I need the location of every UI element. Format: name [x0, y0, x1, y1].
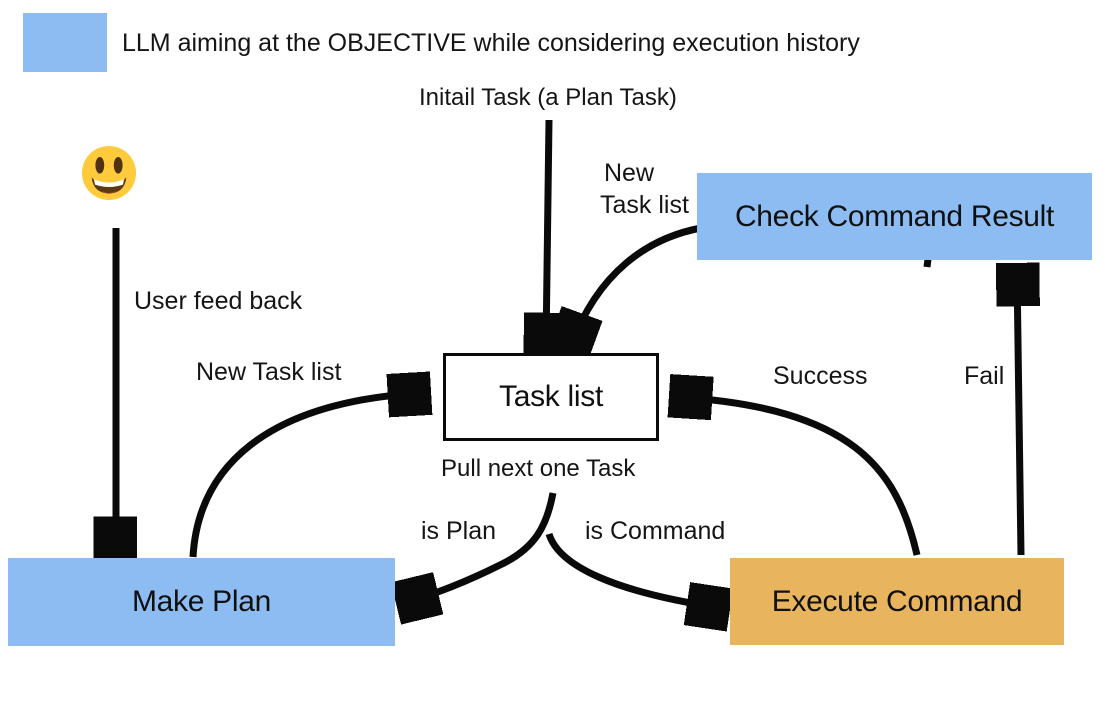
node-make-plan: Make Plan — [8, 558, 395, 646]
grinning-face-emoji-icon — [81, 145, 137, 201]
stray-tick — [923, 258, 932, 268]
label-initial-task: Initail Task (a Plan Task) — [419, 84, 677, 111]
label-new-task-list-left: New Task list — [196, 358, 342, 386]
legend-label: LLM aiming at the OBJECTIVE while consid… — [122, 29, 860, 57]
label-new-task-list-top-line1: New — [604, 159, 655, 187]
arrow-fail-to-check — [1017, 272, 1021, 556]
node-task-list: Task list — [443, 353, 659, 441]
legend-llm-swatch — [23, 13, 107, 72]
node-check-command-result: Check Command Result — [697, 173, 1092, 260]
node-check-command-result-label: Check Command Result — [734, 199, 1055, 233]
label-success: Success — [773, 362, 868, 390]
node-task-list-label: Task list — [499, 380, 603, 413]
arrow-fork-is-command — [545, 532, 721, 608]
arrow-initial-task-to-tasklist — [546, 119, 549, 347]
arrow-success-to-tasklist — [678, 397, 921, 556]
label-user-feedback: User feed back — [134, 287, 303, 315]
label-fail: Fail — [964, 362, 1005, 390]
label-is-command: is Command — [585, 517, 726, 545]
label-is-plan: is Plan — [421, 517, 497, 545]
node-make-plan-label: Make Plan — [131, 585, 272, 618]
arrow-fork-is-plan — [405, 492, 557, 602]
label-pull-next-one-task: Pull next one Task — [441, 455, 636, 482]
arrow-check-to-tasklist — [571, 224, 702, 346]
label-new-task-list-top-line2: Task list — [600, 191, 689, 219]
arrow-makeplan-to-tasklist — [189, 393, 422, 558]
node-execute-command: Execute Command — [730, 558, 1064, 645]
node-execute-command-label: Execute Command — [771, 584, 1023, 618]
